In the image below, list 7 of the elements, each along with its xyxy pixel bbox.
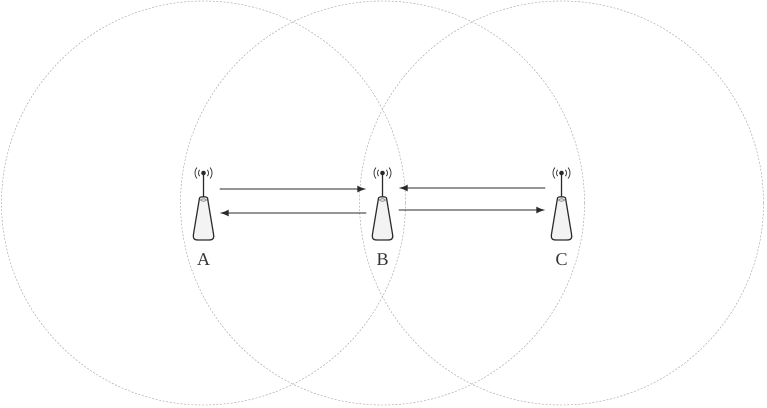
node-label: B [377, 253, 388, 266]
arrow [398, 206, 544, 214]
node-label: A [197, 253, 210, 265]
arrow [219, 186, 365, 192]
arrow [221, 210, 367, 216]
arrow [400, 184, 546, 192]
node-label: C [556, 253, 567, 266]
